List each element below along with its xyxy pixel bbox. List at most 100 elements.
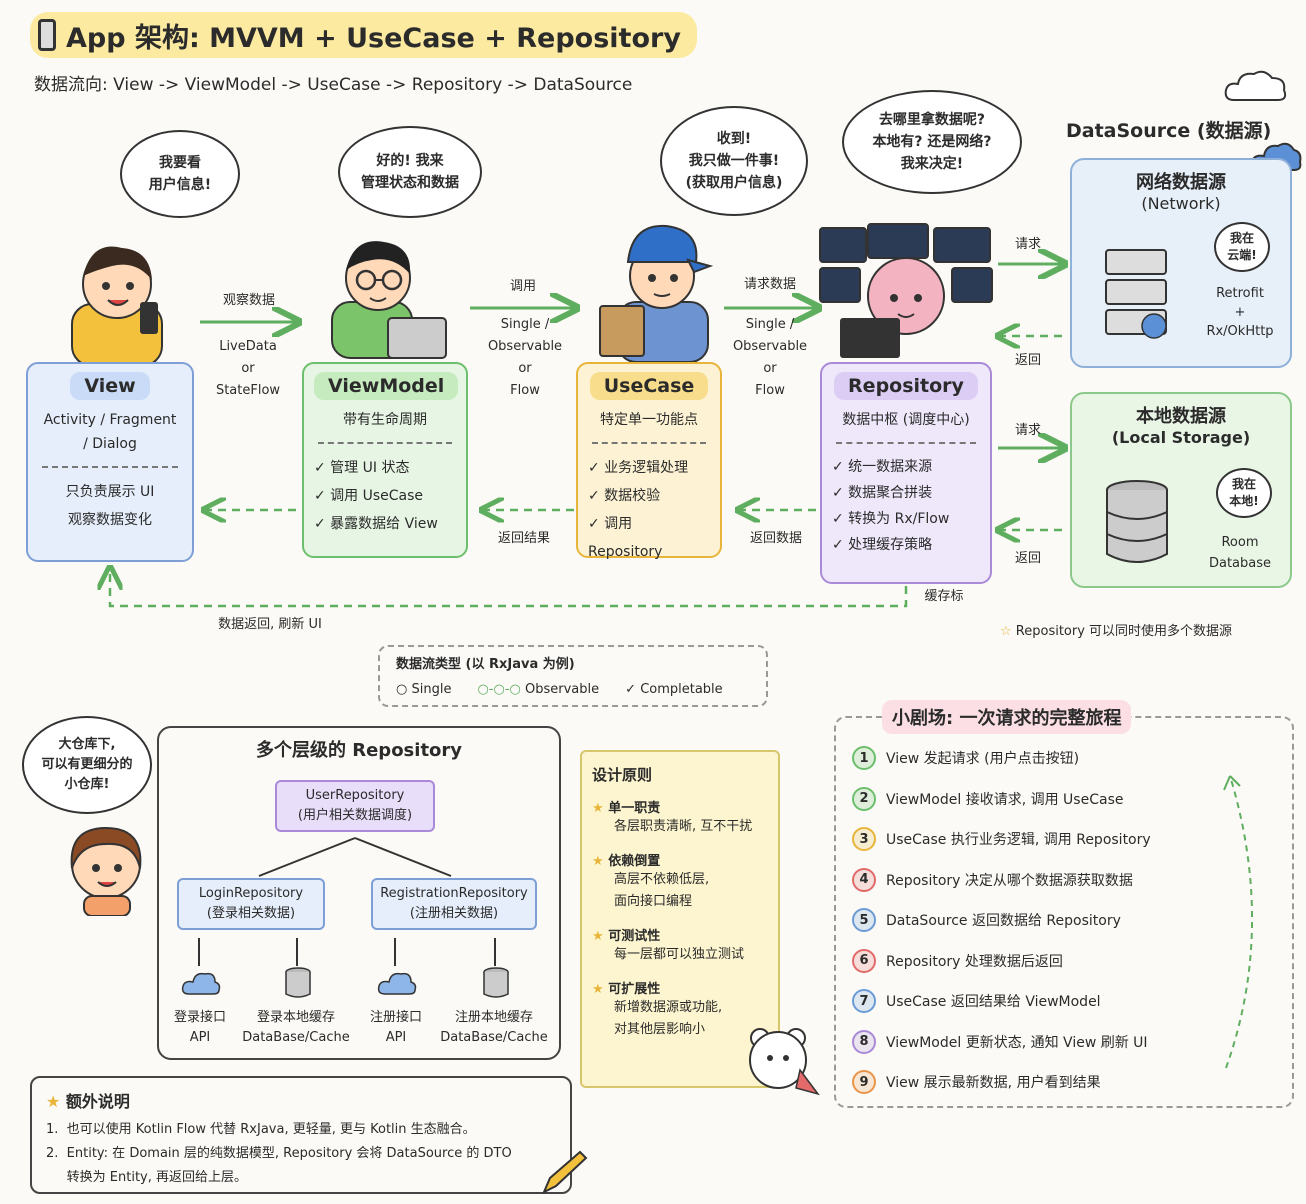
check-circle-icon: ✓ xyxy=(625,682,637,697)
star-icon: ★ xyxy=(46,1092,61,1111)
network-tech: Retrofit + Rx/OkHttp xyxy=(1206,286,1274,339)
star-icon: ★ xyxy=(592,929,604,944)
step-number-badge: 1 xyxy=(852,746,876,770)
star-icon: ★ xyxy=(592,801,604,816)
repository-layer-card: Repository 数据中枢 (调度中心) ✓ 统一数据来源 ✓ 数据聚合拼装… xyxy=(820,362,992,584)
usecase-layer-items: ✓ 业务逻辑处理 ✓ 数据校验 ✓ 调用 Repository xyxy=(588,454,710,566)
star-icon: ☆ xyxy=(1000,624,1012,639)
return-network-label: 返回 xyxy=(1014,353,1041,368)
viewmodel-layer-items: ✓ 管理 UI 状态 ✓ 调用 UseCase ✓ 暴露数据给 View xyxy=(314,454,456,538)
journey-title: 小剧场: 一次请求的完整旅程 xyxy=(882,700,1132,734)
multi-level-repository-box: 多个层级的 Repository UserRepository (用户相关数据调… xyxy=(157,726,561,1060)
extra-title: ★ 额外说明 xyxy=(46,1092,130,1111)
circles-icon: ○-○-○ xyxy=(477,682,521,697)
local-datasource-box: 本地数据源 (Local Storage) 我在 本地! Room Databa… xyxy=(1070,392,1292,588)
step-number-badge: 5 xyxy=(852,908,876,932)
list-item: ✓ 统一数据来源 xyxy=(832,459,933,475)
request-network-label: 请求 xyxy=(1014,237,1041,252)
invoke-types-label: Single / Observable or Flow xyxy=(487,317,563,398)
datasource-note: ☆ Repository 可以同时使用多个数据源 xyxy=(1000,624,1233,639)
return-result-label: 返回结果 xyxy=(497,531,550,546)
legend-completable: ✓ Completable xyxy=(625,682,723,697)
principle-desc: 高层不依赖低层, 面向接口编程 xyxy=(614,872,710,909)
step-text: View 发起请求 (用户点击按钮) xyxy=(886,751,1080,767)
repository-layer-title: Repository xyxy=(834,372,978,400)
database-icon xyxy=(285,967,311,998)
network-title: 网络数据源 xyxy=(1136,172,1226,193)
divider xyxy=(42,466,178,468)
step-number-badge: 9 xyxy=(852,1070,876,1094)
repository-speech-bubble: 去哪里拿数据呢? 本地有? 还是网络? 我来决定! xyxy=(842,90,1022,194)
divider xyxy=(836,442,976,444)
principle-title: ★ 依赖倒置 xyxy=(592,854,661,869)
registration-repository-node: RegistrationRepository (注册相关数据) xyxy=(371,878,537,930)
journey-step: 3 UseCase 执行业务逻辑, 调用 Repository xyxy=(852,827,1151,851)
observe-types-label: LiveData or StateFlow xyxy=(215,339,281,398)
flow-type-legend: 数据流类型 (以 RxJava 为例) ○ Single ○-○-○ Obser… xyxy=(378,645,768,707)
list-item: ✓ 数据聚合拼装 xyxy=(832,485,933,501)
request-data-label: 请求数据 xyxy=(743,277,796,292)
bear-mascot-icon xyxy=(749,1028,820,1096)
list-item: ✓ 数据校验 xyxy=(588,488,661,504)
star-icon: ★ xyxy=(592,854,604,869)
usecase-layer-subtitle: 特定单一功能点 xyxy=(600,412,698,428)
step-text: DataSource 返回数据给 Repository xyxy=(886,913,1121,929)
repository-layer-subtitle: 数据中枢 (调度中心) xyxy=(842,412,970,428)
step-text: UseCase 执行业务逻辑, 调用 Repository xyxy=(886,832,1151,848)
divider xyxy=(318,442,452,444)
list-item: ✓ 转换为 Rx/Flow xyxy=(832,511,950,527)
step-number-badge: 3 xyxy=(852,827,876,851)
list-item: ✓ 处理缓存策略 xyxy=(832,537,933,553)
viewmodel-layer-subtitle: 带有生命周期 xyxy=(343,412,427,428)
server-icon xyxy=(1105,249,1167,339)
local-subtitle: (Local Storage) xyxy=(1111,428,1251,447)
network-subtitle: (Network) xyxy=(1141,194,1221,213)
extra-item: 转换为 Entity, 再返回给上层。 xyxy=(46,1170,248,1185)
viewmodel-character-avatar xyxy=(331,241,447,359)
data-flow-subtitle: 数据流向: View -> ViewModel -> UseCase -> Re… xyxy=(34,75,633,95)
extra-notes-box: ★ 额外说明 1. 也可以使用 Kotlin Flow 代替 RxJava, 更… xyxy=(30,1076,572,1194)
legend-single: ○ Single xyxy=(396,682,452,697)
multi-repo-title: 多个层级的 Repository xyxy=(255,740,463,761)
principle-desc: 各层职责清晰, 互不干扰 xyxy=(614,819,753,834)
phone-icon xyxy=(38,19,56,51)
viewmodel-layer-card: ViewModel 带有生命周期 ✓ 管理 UI 状态 ✓ 调用 UseCase… xyxy=(302,362,468,558)
view-layer-desc: 只负责展示 UI 观察数据变化 xyxy=(65,484,155,528)
observe-label: 观察数据 xyxy=(222,293,275,308)
login-cache-leaf: 登录本地缓存 DataBase/Cache xyxy=(242,1010,350,1045)
step-text: UseCase 返回结果给 ViewModel xyxy=(886,994,1101,1010)
local-title: 本地数据源 xyxy=(1136,406,1226,427)
star-icon: ★ xyxy=(592,982,604,997)
circle-icon: ○ xyxy=(396,682,408,697)
data-return-refresh-label: 数据返回, 刷新 UI xyxy=(218,617,322,632)
view-layer-title: View xyxy=(70,372,150,400)
local-bubble: 我在 本地! xyxy=(1216,468,1272,518)
principle-title: ★ 可测试性 xyxy=(592,929,661,944)
principle-desc: 每一层都可以独立测试 xyxy=(614,947,745,962)
cloud-icon xyxy=(377,972,417,995)
list-item: ✓ 业务逻辑处理 xyxy=(588,460,689,476)
list-item: ✓ 调用 Repository xyxy=(588,516,663,560)
extra-item: 1. 也可以使用 Kotlin Flow 代替 RxJava, 更轻量, 更与 … xyxy=(46,1122,476,1137)
step-number-badge: 7 xyxy=(852,989,876,1013)
divider xyxy=(592,442,706,444)
journey-step: 7 UseCase 返回结果给 ViewModel xyxy=(852,989,1101,1013)
view-character-avatar xyxy=(71,246,163,366)
legend-title: 数据流类型 (以 RxJava 为例) xyxy=(396,657,575,672)
step-text: Repository 处理数据后返回 xyxy=(886,953,1063,970)
journey-step: 1 View 发起请求 (用户点击按钮) xyxy=(852,746,1079,770)
return-local-label: 返回 xyxy=(1014,551,1041,566)
usecase-speech-bubble: 收到! 我只做一件事! (获取用户信息) xyxy=(660,106,808,216)
viewmodel-layer-title: ViewModel xyxy=(314,372,459,400)
girl-speech-bubble: 大仓库下, 可以有更细分的 小仓库! xyxy=(22,716,152,814)
request-local-label: 请求 xyxy=(1014,423,1041,438)
flow-arrows xyxy=(0,0,1306,608)
network-datasource-box: 网络数据源 (Network) 我在 云端! Retrofit + Rx/OkH… xyxy=(1070,158,1292,368)
step-number-badge: 2 xyxy=(852,786,876,811)
